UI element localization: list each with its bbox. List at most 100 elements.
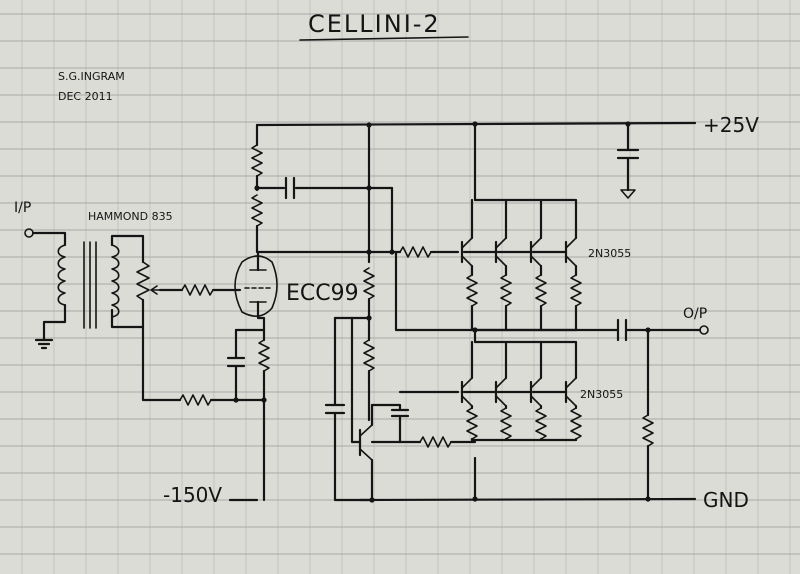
transistor-collector-leg <box>461 237 473 249</box>
bias-resistor-2 <box>363 339 375 372</box>
emitter-resistor <box>535 407 547 440</box>
junction-dot <box>366 315 372 321</box>
decoupling-capacitor <box>616 123 640 192</box>
junction-dot <box>261 397 267 403</box>
label-transformer: HAMMOND 835 <box>88 210 173 223</box>
wire-bias-base <box>350 316 371 444</box>
anode-load <box>251 123 402 254</box>
rail-gnd <box>358 497 697 502</box>
supply-decoupling <box>616 123 640 199</box>
junction-dot <box>389 249 395 255</box>
transistor-collector-leg <box>565 377 577 389</box>
wire-pot-bottom <box>110 298 145 329</box>
ground-symbol-input <box>34 338 54 350</box>
pot-wiper-arrow <box>150 285 161 295</box>
lower-transistor-array <box>460 340 582 442</box>
junction-dot <box>366 185 372 191</box>
label-minus150v: -150V <box>163 483 222 507</box>
author: S.G.INGRAM <box>58 70 125 83</box>
transistor-emitter-leg <box>461 395 473 407</box>
transistor-collector-leg <box>565 237 577 249</box>
label-transistor-lower: 2N3055 <box>580 388 623 401</box>
emitter-resistor <box>466 274 478 307</box>
wire-collector-bus-upper <box>473 123 577 202</box>
transistor-collector-leg <box>495 237 507 249</box>
output-capacitor <box>608 318 702 342</box>
junction-dot <box>645 496 651 502</box>
bootstrap-capacitor <box>284 176 296 200</box>
primary-coil <box>57 244 66 306</box>
label-output: O/P <box>683 306 707 322</box>
base-resistor-upper <box>399 246 432 258</box>
junction-dot <box>369 497 375 503</box>
ground-symbol-supply <box>620 189 636 199</box>
transistor-collector-leg <box>461 377 473 389</box>
wire-return <box>141 325 182 402</box>
junction-dots <box>233 121 651 503</box>
transistor-emitter-leg <box>530 395 542 407</box>
transistor-collector-leg <box>530 237 542 249</box>
transistor-emitter-leg <box>565 395 577 407</box>
feedback-resistor <box>179 394 212 406</box>
transistor-emitter-leg <box>530 255 542 267</box>
title: CELLINI-2 <box>308 10 441 38</box>
transistor-emitter-leg <box>461 255 473 267</box>
junction-dot <box>472 496 478 502</box>
date: DEC 2011 <box>58 90 113 103</box>
label-tube: ECC99 <box>286 281 359 306</box>
transistor-emitter-leg <box>495 395 507 407</box>
upper-transistor-array <box>460 198 582 332</box>
wire-secondary-top <box>110 234 145 264</box>
label-input: I/P <box>14 200 31 216</box>
label-plus25v: +25V <box>703 113 759 137</box>
junction-dot <box>366 249 372 255</box>
output-stage <box>608 318 709 501</box>
secondary-coil <box>111 244 120 318</box>
emitter-resistor <box>500 407 512 440</box>
transistor-emitter-leg <box>565 255 577 267</box>
wire-primary-ground <box>42 303 67 342</box>
grid-stopper-resistor <box>181 284 214 296</box>
anode-resistor-1 <box>251 144 263 177</box>
emitter-resistor <box>570 274 582 307</box>
volume-pot <box>136 261 150 301</box>
tube-ecc99 <box>234 250 278 332</box>
transistor-collector-leg <box>495 377 507 389</box>
output-jack <box>699 325 709 335</box>
transistor-emitter-leg <box>495 255 507 267</box>
junction-dot <box>254 185 260 191</box>
bias-resistor-3 <box>419 436 452 448</box>
junction-dot <box>366 122 372 128</box>
title-underline <box>299 36 469 41</box>
junction-dot <box>645 327 651 333</box>
anode-resistor-2 <box>251 194 263 227</box>
bias-transistor-legs <box>359 424 373 461</box>
junction-dot <box>472 121 478 127</box>
emitter-resistor <box>466 407 478 440</box>
cathode-resistor <box>258 339 270 372</box>
emitter-resistor <box>535 274 547 307</box>
label-transistor-upper: 2N3055 <box>588 247 631 260</box>
reservoir-capacitor <box>324 316 374 502</box>
junction-dot <box>233 397 239 403</box>
bias-resistor-1 <box>363 267 375 300</box>
emitter-resistor <box>500 274 512 307</box>
wire-anode-to-drivers <box>255 224 402 254</box>
junction-dot <box>625 121 631 127</box>
transistor-collector-leg <box>530 377 542 389</box>
wire-cathode <box>256 300 266 332</box>
wire-collector-bus-lower <box>473 328 577 344</box>
input-transformer <box>24 228 182 402</box>
emitter-resistor <box>570 407 582 440</box>
wire-input <box>31 231 67 247</box>
cathode-capacitor <box>226 328 246 402</box>
bias-network <box>324 123 477 502</box>
output-load-resistor <box>642 414 654 447</box>
label-gnd: GND <box>703 488 749 512</box>
junction-dot <box>472 327 478 333</box>
transformer-core <box>83 241 97 329</box>
